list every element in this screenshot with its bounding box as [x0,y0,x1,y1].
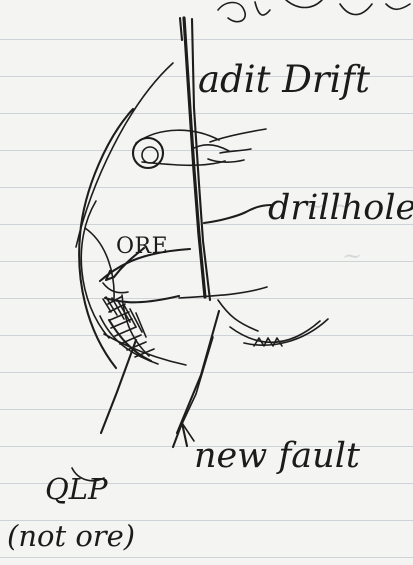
ore-label: ORE [116,234,168,259]
not-ore-label: (not ore) [7,519,135,553]
adit-drift-label: adit Drift [198,58,370,101]
drillholes-label: drillholes [268,188,413,228]
new-fault-label: new fault [194,436,360,476]
qlp-label: QLP [45,472,108,506]
